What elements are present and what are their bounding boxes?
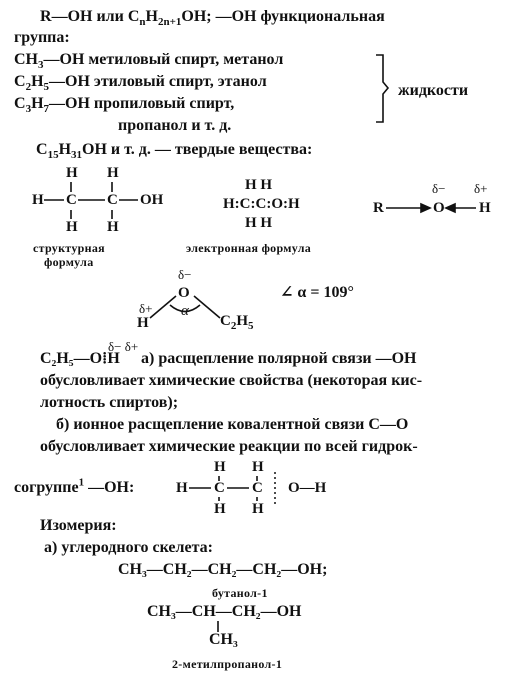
cleavage-b2: обусловливает химические реакции по всей… — [40, 438, 418, 455]
group-label: группа: — [14, 29, 70, 46]
structural-caption-2: формула — [44, 255, 94, 269]
electronic-caption: электронная формула — [186, 241, 312, 255]
butanol-name: бутанол-1 — [212, 586, 268, 600]
solids-line: C15H31OH и т. д. — твердые вещества: — [36, 141, 313, 162]
cleavage-a: а) расщепление полярной связи —OH — [141, 350, 417, 367]
cleavage-b1: б) ионное расщепление ковалентной связи … — [56, 416, 409, 433]
isomerism-title: Изомерия: — [40, 517, 117, 534]
ethanol-line: C2H5—OH этиловый спирт, этанол — [14, 73, 267, 94]
propanol-line: C3H7—OH пропиловый спирт, — [14, 95, 235, 116]
liquids-label: жидкости — [398, 82, 469, 99]
structural-caption: структурная — [33, 241, 105, 255]
r-symbol: R — [40, 8, 52, 25]
cleavage-deltas: δ− δ+ — [108, 339, 139, 354]
cleavage-formula: C₂H₅—O⁞H — [40, 350, 120, 367]
cleavage-line3: лотность спиртов); — [40, 394, 179, 411]
propanol-continuation: пропанол и т. д. — [118, 117, 232, 134]
cleavage-b3: согруппе1 —OH: — [14, 476, 135, 496]
isobutanol-formula: CH₃—CH—CH₂—OH — [147, 603, 302, 620]
general-formula-line: R—OH или CnH2n+1OH; —OH функциональная — [40, 8, 385, 29]
methanol-line: CH3—OH метиловый спирт, метанол — [14, 51, 284, 72]
angle-value: ∠ α = 109° — [280, 284, 354, 301]
isomerism-a: а) углеродного скелета: — [44, 539, 213, 556]
isobutanol-name: 2-метилпропанол-1 — [172, 657, 283, 671]
isobutanol-branch: CH₃ — [209, 631, 238, 648]
butanol-formula: CH₃—CH₂—CH₂—CH₂—OH; — [118, 561, 328, 578]
cleavage-line2: обусловливает химические свойства (некот… — [40, 372, 423, 389]
